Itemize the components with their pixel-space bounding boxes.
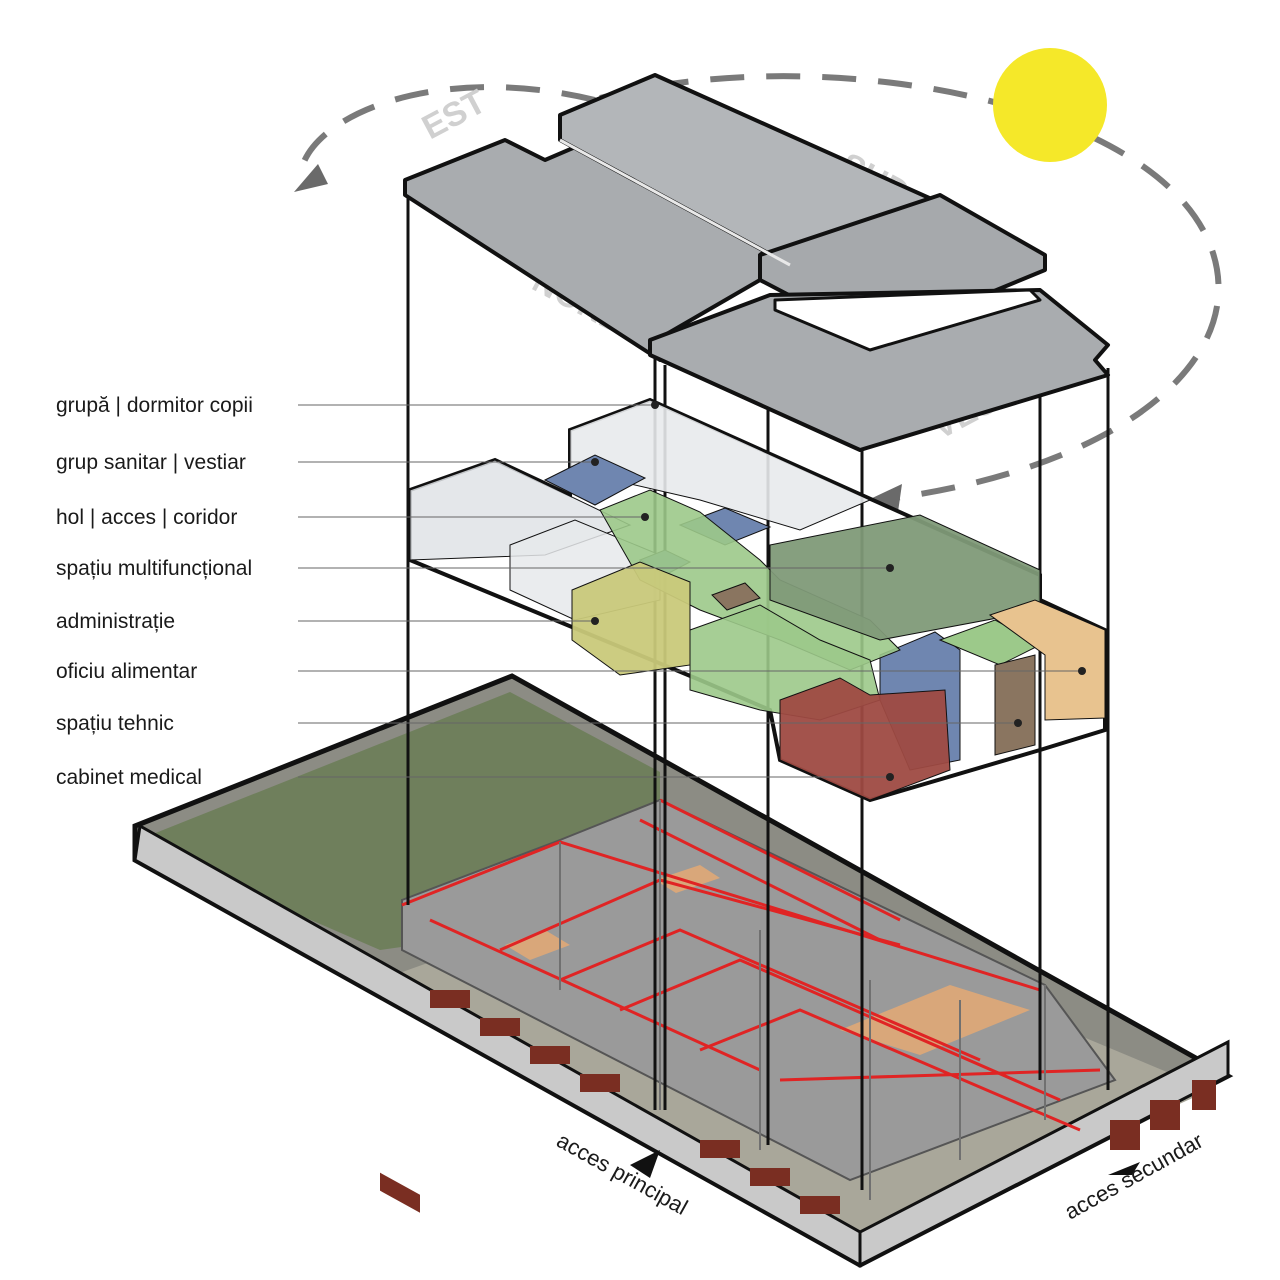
legend-item: spațiu tehnic xyxy=(56,712,1018,735)
floor-room-wood-3 xyxy=(655,865,720,893)
zone-oficiu xyxy=(988,599,1106,721)
ground-red-walls xyxy=(401,798,1101,1132)
roof-lower-wing xyxy=(648,288,1110,452)
fence-front-right xyxy=(858,1039,1230,1268)
zone-administratie xyxy=(571,561,691,676)
zone-tehnic xyxy=(994,654,1036,756)
legend-item: grupă | dormitor copii xyxy=(56,394,655,417)
zone-medical xyxy=(779,677,951,801)
zone-sanitar xyxy=(543,454,647,506)
legend-label: grup sanitar | vestiar xyxy=(56,451,246,474)
legend: grupă | dormitor copii grup sanitar | ve… xyxy=(56,394,1086,789)
functional-layer xyxy=(408,397,1107,803)
legend-label: spațiu multifuncțional xyxy=(56,557,252,580)
legend-label: spațiu tehnic xyxy=(56,712,174,735)
ground-walls xyxy=(559,800,1046,1200)
sun-path xyxy=(294,73,1222,512)
floor-room-wood-2 xyxy=(505,930,570,960)
legend-item: grup sanitar | vestiar xyxy=(56,451,595,474)
zone-tehnic xyxy=(711,582,761,611)
legend-item: spațiu multifuncțional xyxy=(56,557,890,580)
roof-gap xyxy=(773,288,1042,352)
legend-item: administrație xyxy=(56,610,595,633)
legend-item: cabinet medical xyxy=(56,766,890,789)
legend-label: hol | acces | coridor xyxy=(56,506,237,529)
legend-item: hol | acces | coridor xyxy=(56,506,645,529)
ground-building xyxy=(401,798,1117,1182)
access-secondary-arrow-icon xyxy=(1108,1162,1140,1175)
orbit-arrow-west xyxy=(294,164,328,192)
legend-label: grupă | dormitor copii xyxy=(56,394,253,417)
fence-bricks xyxy=(380,990,1216,1214)
roof-layer xyxy=(403,73,1110,452)
orbit-arrow-east xyxy=(868,484,902,512)
legend-label: administrație xyxy=(56,610,175,633)
floor-room-wood-1 xyxy=(840,985,1030,1055)
legend-label: cabinet medical xyxy=(56,766,202,789)
ground-floor-plan xyxy=(132,673,1234,1268)
legend-dots xyxy=(591,401,1086,781)
legend-item: oficiu alimentar xyxy=(56,660,1082,683)
legend-label: oficiu alimentar xyxy=(56,660,197,683)
sun-icon xyxy=(993,48,1107,162)
access-main-arrow-icon xyxy=(630,1150,660,1178)
